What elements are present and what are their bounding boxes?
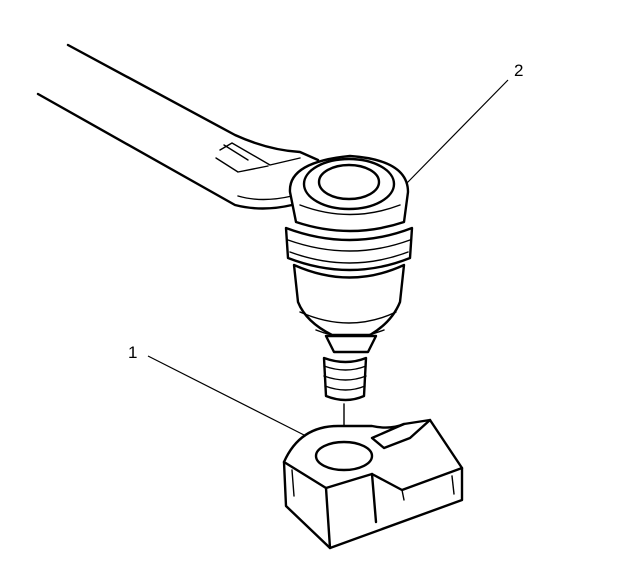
callout-1-label: 1 bbox=[128, 343, 137, 362]
socket-tool bbox=[284, 154, 414, 402]
callout-1-leader bbox=[147, 355, 307, 437]
extension-bar bbox=[36, 43, 320, 210]
callout-2-leader bbox=[405, 79, 509, 185]
mounting-block bbox=[282, 418, 464, 550]
callout-2-label: 2 bbox=[514, 61, 523, 80]
